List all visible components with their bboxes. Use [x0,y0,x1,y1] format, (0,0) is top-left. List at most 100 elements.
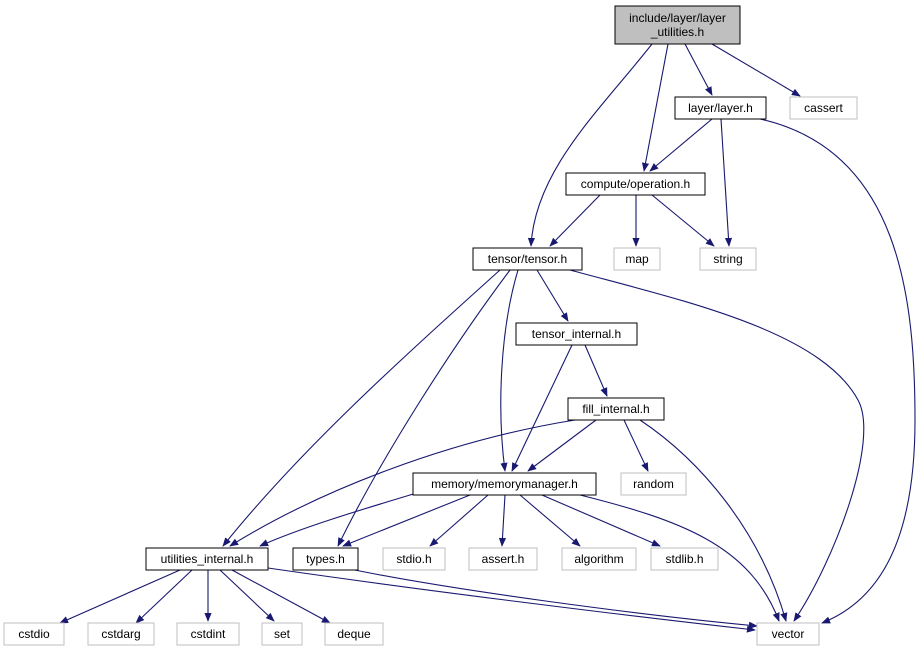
edge-layer_utilities-to-layer_h [684,43,713,96]
node-label: cassert [804,101,843,115]
edge-utilities_internal_h-to-deque [231,569,331,624]
node-vector: vector [756,622,820,646]
edge-tensor_internal_h-to-memorymanager_h [511,344,573,472]
edge-tensor_h-to-tensor_internal_h [536,269,569,322]
edge-tensor_h-to-types_h [337,269,511,547]
node-operation-h[interactable]: compute/operation.h [565,172,706,196]
edges-layer [59,43,916,633]
edge-memorymanager_h-to-utilities_internal_h [259,491,421,547]
node-label: stdlib.h [665,552,703,566]
node-label: utilities_internal.h [161,552,254,566]
node-map: map [613,247,661,271]
edge-memorymanager_h-to-assert_h [498,494,507,547]
node-label: deque [337,627,371,641]
node-layer-h[interactable]: layer/layer.h [674,96,767,120]
edge-operation_h-to-string [651,194,715,247]
node-deque: deque [324,622,384,646]
edge-tensor_h-to-vector [569,269,865,622]
edge-utilities_internal_h-to-cstdarg [135,569,193,624]
node-types-h[interactable]: types.h [292,547,359,571]
node-label: tensor_internal.h [532,327,621,341]
edge-memorymanager_h-to-vector [579,494,780,622]
node-box [567,397,665,421]
node-label: vector [772,627,805,641]
node-box [613,247,661,271]
node-box [324,622,384,646]
edge-utilities_internal_h-to-cstdio [59,569,181,624]
edge-layer_h-to-operation_h [649,118,713,172]
node-box [561,547,637,571]
edge-memorymanager_h-to-types_h [342,494,471,547]
edge-fill_internal_h-to-vector [639,419,788,622]
edge-operation_h-to-tensor_h [549,194,601,247]
node-box [756,622,820,646]
edge-fill_internal_h-to-utilities_internal_h [229,419,576,547]
node-box [382,547,446,571]
node-cassert: cassert [789,96,858,120]
edge-fill_internal_h-to-random [623,419,649,472]
node-random: random [620,472,687,496]
node-label: fill_internal.h [582,402,649,416]
edge-memorymanager_h-to-stdio_h [429,494,489,547]
node-box [789,96,858,120]
node-stdio-h: stdio.h [382,547,446,571]
node-box [699,247,757,271]
node-box [176,622,240,646]
node-layer-utilities[interactable]: include/layer/layer_utilities.h [614,5,741,45]
edge-layer_h-to-string [720,118,733,247]
edge-tensor_h-to-utilities_internal_h [222,269,501,547]
node-label: types.h [306,552,345,566]
node-label: string [713,252,742,266]
edge-layer_h-to-vector [759,118,916,624]
node-box [674,96,767,120]
edge-tensor_h-to-memorymanager_h [500,269,519,472]
node-utilities-internal-h[interactable]: utilities_internal.h [145,547,269,571]
node-box [650,547,719,571]
node-label: cstdarg [101,627,140,641]
node-box [3,622,65,646]
edge-layer_utilities-to-tensor_h [527,43,653,247]
node-tensor-h[interactable]: tensor/tensor.h [472,247,583,271]
node-label: include/layer/layer [629,11,726,25]
node-box [614,5,741,45]
node-box [620,472,687,496]
node-label: map [625,252,649,266]
node-label: stdio.h [396,552,431,566]
node-string: string [699,247,757,271]
node-label: assert.h [482,552,525,566]
node-set: set [261,622,303,646]
edge-memorymanager_h-to-stdlib_h [541,494,661,547]
edge-types_h-to-vector [344,567,758,629]
node-box [87,622,155,646]
node-tensor-internal-h[interactable]: tensor_internal.h [515,322,638,346]
node-cstdint: cstdint [176,622,240,646]
edge-utilities_internal_h-to-vector [267,567,756,633]
node-box [145,547,269,571]
node-label: memory/memorymanager.h [431,477,578,491]
node-box [515,322,638,346]
node-box [412,472,597,496]
node-box [261,622,303,646]
node-box [565,172,706,196]
node-label: cstdio [18,627,50,641]
node-label: compute/operation.h [581,177,690,191]
edge-layer_utilities-to-cassert [711,43,801,97]
node-cstdio: cstdio [3,622,65,646]
node-assert-h: assert.h [468,547,538,571]
edge-memorymanager_h-to-algorithm [519,494,581,547]
edge-layer_utilities-to-operation_h [641,43,669,172]
node-label: random [633,477,674,491]
node-label: set [274,627,291,641]
node-box [468,547,538,571]
node-cstdarg: cstdarg [87,622,155,646]
edge-fill_internal_h-to-memorymanager_h [527,419,597,472]
node-label: layer/layer.h [688,101,753,115]
nodes-layer: include/layer/layer_utilities.h layer/lay… [3,5,858,646]
node-memorymanager-h[interactable]: memory/memorymanager.h [412,472,597,496]
node-box [292,547,359,571]
node-box [472,247,583,271]
node-fill-internal-h[interactable]: fill_internal.h [567,397,665,421]
node-label: tensor/tensor.h [488,252,567,266]
node-stdlib-h: stdlib.h [650,547,719,571]
